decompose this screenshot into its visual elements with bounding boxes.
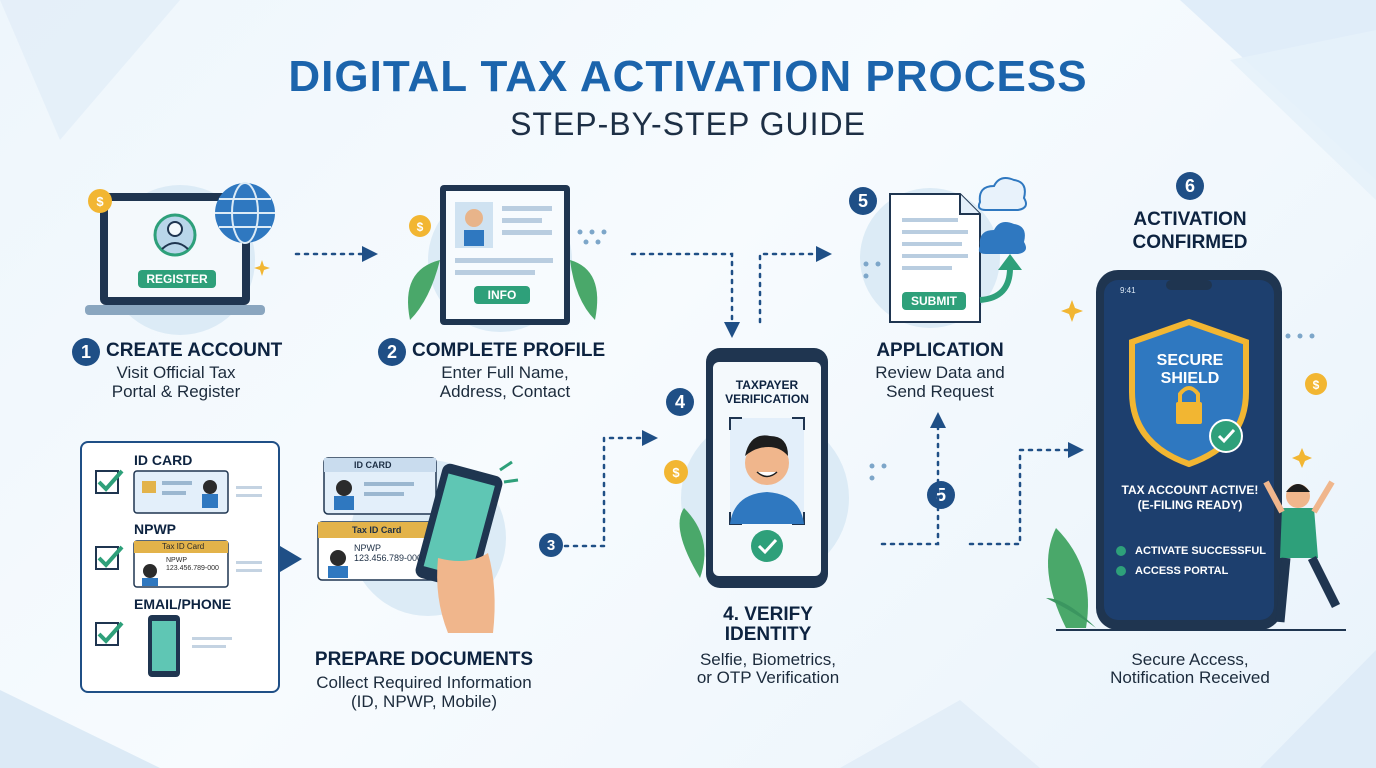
step-6-desc-line2: Notification Received [1110, 668, 1270, 687]
check-icon [95, 545, 124, 570]
small-npwp-label: NPWP [166, 557, 187, 564]
step-4-title-line2: IDENTITY [724, 624, 812, 645]
arrow-down-icon [724, 322, 740, 338]
account-status-line2: (E-FILING READY) [1137, 498, 1243, 512]
submit-button[interactable]: SUBMIT [902, 292, 966, 310]
verification-phone-illustration: $ [664, 348, 849, 588]
step-6-badge: 6 [1176, 172, 1204, 200]
checklist-label-npwp: NPWP [134, 521, 176, 537]
svg-text:$: $ [96, 194, 104, 209]
step-1-badge: 1 [72, 338, 100, 366]
register-button[interactable]: REGISTER [138, 270, 216, 288]
step-3-desc-line1: Collect Required Information [316, 673, 532, 692]
step-4-badge: 4 [666, 388, 694, 416]
tax-id-card-label: Tax ID Card [352, 525, 402, 535]
step-4-title-line1: 4. VERIFY [723, 604, 813, 625]
step-6-desc-line1: Secure Access, [1131, 650, 1249, 669]
step-5-title: APPLICATION [876, 340, 1004, 361]
access-portal-label: ACCESS PORTAL [1135, 565, 1229, 577]
info-button[interactable]: INFO [474, 286, 530, 304]
shield-text-line1: SECURE [1156, 352, 1224, 369]
step-3-badge: 3 [539, 533, 563, 557]
laptop-illustration: $ [85, 182, 275, 335]
step-1-desc-line1: Visit Official Tax [116, 363, 236, 382]
check-icon [95, 621, 124, 646]
account-status-line1: TAX ACCOUNT ACTIVE! [1121, 483, 1259, 497]
step-2-badge: 2 [378, 338, 406, 366]
id-card-label: ID CARD [354, 460, 392, 470]
step-1-title: CREATE ACCOUNT [106, 340, 283, 361]
confirmed-phone-illustration: $ [1046, 270, 1346, 631]
step-4-desc-line2: or OTP Verification [696, 668, 840, 687]
step-3-title: PREPARE DOCUMENTS [314, 649, 534, 670]
step-5-badge: 5 [849, 187, 877, 215]
phone-icon [148, 615, 180, 677]
svg-text:$: $ [417, 220, 424, 234]
small-tax-card-label: Tax ID Card [162, 542, 205, 551]
npwp-number: 123.456.789-000 [354, 553, 423, 563]
page-subtitle: STEP-BY-STEP GUIDE [510, 106, 866, 142]
check-icon [95, 469, 124, 494]
arrow-right-icon [280, 546, 302, 572]
step-6-title-line1: ACTIVATION [1133, 209, 1247, 230]
npwp-label: NPWP [354, 543, 381, 553]
checklist-label-id-card: ID CARD [134, 452, 193, 468]
step-3-desc-line2: (ID, NPWP, Mobile) [350, 692, 498, 711]
phone-status-time: 9:41 [1120, 286, 1136, 295]
shield-text-line2: SHIELD [1160, 370, 1220, 387]
documents-illustration [317, 457, 519, 633]
svg-text:$: $ [1313, 378, 1320, 392]
checklist-graphics [95, 469, 262, 677]
phone-title-line1: TAXPAYER [735, 378, 799, 392]
step-5-lower-badge: 5 [927, 481, 955, 509]
step-2-title: COMPLETE PROFILE [412, 340, 606, 361]
small-npwp-number: 123.456.789-000 [166, 565, 219, 572]
page-title: DIGITAL TAX ACTIVATION PROCESS [288, 52, 1088, 101]
step-2-desc-line1: Enter Full Name, [441, 363, 569, 382]
phone-title-line2: VERIFICATION [725, 392, 809, 406]
step-6-title-line2: CONFIRMED [1132, 232, 1248, 253]
checklist-label-email-phone: EMAIL/PHONE [134, 596, 232, 612]
step-2-desc-line2: Address, Contact [439, 382, 571, 401]
step-5-desc-line2: Send Request [886, 382, 994, 401]
step-4-desc-line1: Selfie, Biometrics, [699, 650, 837, 669]
step-1-desc-line2: Portal & Register [111, 382, 241, 401]
step-5-desc-line1: Review Data and [875, 363, 1005, 382]
svg-text:$: $ [672, 465, 680, 480]
activate-successful-label: ACTIVATE SUCCESSFUL [1135, 545, 1266, 557]
